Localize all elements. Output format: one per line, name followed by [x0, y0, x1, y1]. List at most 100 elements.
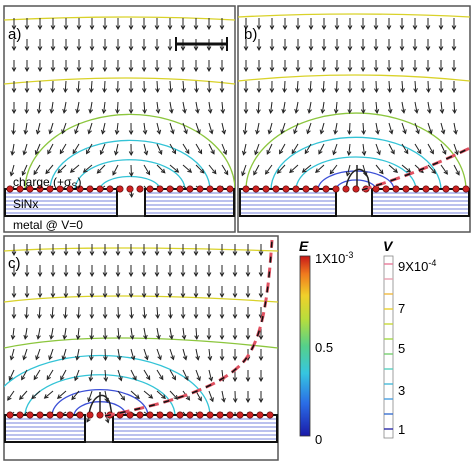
field-arrow-icon: [117, 348, 122, 361]
field-arrow-icon: [96, 164, 106, 174]
field-arrow-icon: [206, 80, 212, 94]
field-arrow-icon: [102, 244, 108, 257]
field-arrow-icon: [219, 328, 225, 341]
field-arrow-icon: [76, 18, 82, 31]
field-arrow-icon: [63, 39, 69, 52]
field-arrow-icon: [156, 369, 164, 381]
field-arrow-icon: [453, 143, 459, 156]
field-arrow-icon: [82, 164, 93, 173]
field-arrow-icon: [374, 80, 379, 94]
field-arrow-icon: [114, 122, 120, 135]
field-arrow-icon: [195, 369, 201, 382]
equipotential-line: [317, 170, 395, 191]
field-arrow-icon: [412, 60, 418, 73]
panel-label-b: b): [244, 26, 257, 43]
colorbar-v-tick-9: 9X10-4: [398, 258, 436, 274]
field-arrow-icon: [23, 327, 29, 340]
field-arrow-icon: [400, 80, 405, 94]
surface-charge-icon: [96, 185, 104, 193]
field-arrow-icon: [169, 369, 176, 381]
colorbar-e-tick-bottom: 0: [315, 432, 322, 447]
panel-a: a) charge (+σS) SiNx metal @ V=0: [3, 5, 236, 233]
field-arrow-icon: [206, 307, 212, 320]
field-arrow-icon: [24, 18, 30, 31]
field-arrow-icon: [24, 39, 30, 52]
equipotential-line: [51, 388, 149, 417]
surface-charge-icon: [272, 185, 280, 193]
field-arrow-icon: [219, 286, 225, 299]
field-arrow-icon: [399, 59, 405, 73]
field-arrow-icon: [50, 285, 56, 299]
field-arrow-icon: [375, 143, 381, 156]
field-arrow-icon: [440, 164, 448, 175]
field-arrow-icon: [10, 327, 16, 340]
equipotential-line: [4, 337, 278, 349]
field-arrow-icon: [308, 59, 314, 73]
field-arrow-icon: [301, 164, 312, 173]
field-arrow-icon: [89, 80, 94, 94]
field-arrow-icon: [232, 370, 238, 383]
field-arrow-icon: [103, 348, 108, 362]
field-arrow-icon: [9, 164, 15, 177]
field-arrow-icon: [256, 18, 262, 31]
field-arrow-icon: [169, 348, 175, 361]
field-arrow-icon: [102, 59, 108, 73]
field-arrow-icon: [438, 60, 444, 73]
field-arrow-icon: [128, 59, 134, 73]
field-arrow-icon: [291, 143, 299, 155]
field-arrow-icon: [208, 122, 214, 135]
field-arrow-icon: [195, 164, 205, 174]
surface-charge-icon: [206, 411, 214, 419]
field-arrow-icon: [182, 101, 187, 114]
field-arrow-icon: [23, 122, 29, 135]
field-arrow-icon: [11, 18, 17, 31]
field-arrow-icon: [142, 101, 147, 115]
field-arrow-icon: [36, 327, 41, 340]
surface-charge-icon: [282, 185, 290, 193]
field-arrow-icon: [7, 390, 15, 401]
field-arrow-icon: [207, 348, 213, 361]
field-arrow-icon: [321, 59, 327, 73]
field-arrow-icon: [373, 59, 379, 73]
field-arrow-icon: [332, 143, 338, 156]
field-arrow-icon: [102, 18, 108, 31]
field-arrow-icon: [141, 18, 147, 31]
surface-charge-icon: [66, 411, 74, 419]
surface-charge-icon: [246, 411, 254, 419]
field-arrow-icon: [47, 143, 54, 155]
surface-charge-icon: [156, 411, 164, 419]
field-arrow-icon: [180, 60, 186, 73]
field-arrow-icon: [72, 143, 80, 155]
field-arrow-icon: [245, 370, 251, 383]
field-arrow-icon: [33, 164, 41, 176]
field-arrow-icon: [373, 18, 379, 31]
surface-charge-icon: [186, 411, 194, 419]
field-arrow-icon: [102, 285, 108, 299]
field-arrow-icon: [115, 59, 121, 73]
colorbar-v-tick-1: 1: [398, 422, 405, 437]
field-arrow-icon: [143, 390, 154, 399]
field-arrow-icon: [87, 390, 93, 403]
field-arrow-icon: [386, 59, 392, 73]
equipotential-line: [295, 156, 417, 191]
field-arrow-icon: [155, 306, 160, 320]
field-arrow-icon: [24, 306, 29, 320]
field-arrow-icon: [193, 307, 199, 320]
field-arrow-icon: [46, 369, 54, 381]
field-arrow-icon: [61, 122, 67, 135]
field-arrow-icon: [208, 164, 217, 175]
surface-charge-icon: [412, 185, 420, 193]
surface-charge-icon: [116, 185, 124, 193]
surface-charge-icon: [66, 185, 74, 193]
field-arrow-icon: [50, 80, 56, 94]
surface-charge-icon: [186, 185, 194, 193]
field-arrow-icon: [241, 164, 247, 177]
field-arrow-icon: [143, 143, 149, 156]
field-arrow-icon: [399, 18, 405, 31]
field-arrow-icon: [24, 81, 30, 94]
surface-charge-icon: [26, 411, 34, 419]
field-arrow-icon: [451, 18, 457, 31]
field-arrow-icon: [49, 327, 54, 340]
field-arrow-icon: [361, 122, 366, 136]
field-arrow-icon: [112, 164, 119, 176]
